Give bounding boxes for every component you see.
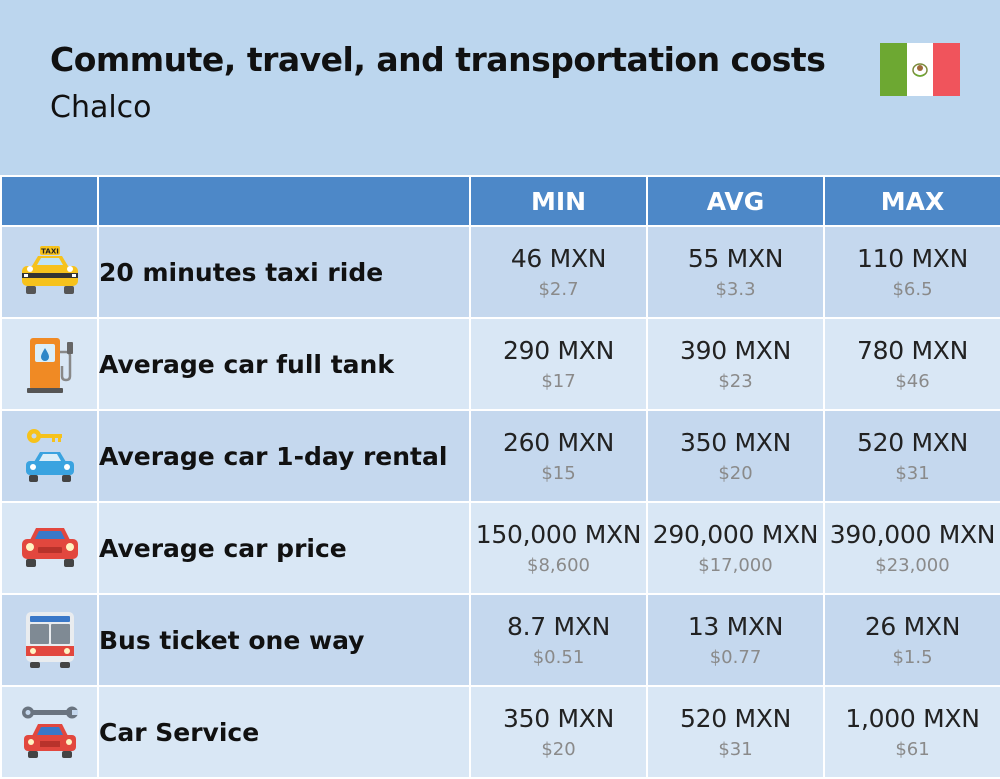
max-usd: $31 bbox=[895, 463, 930, 484]
min-value: 150,000 MXN bbox=[475, 520, 642, 549]
max-cell: 1,000 MXN $61 bbox=[823, 685, 1000, 779]
page-title: Commute, travel, and transportation cost… bbox=[50, 40, 826, 79]
min-cell: 260 MXN $15 bbox=[469, 409, 648, 503]
row-label: Bus ticket one way bbox=[97, 593, 471, 687]
row-icon-cell bbox=[0, 317, 99, 411]
max-cell: 110 MXN $6.5 bbox=[823, 225, 1000, 319]
min-value: 46 MXN bbox=[510, 244, 607, 273]
page-header: Commute, travel, and transportation cost… bbox=[0, 0, 1000, 175]
transport-costs-table: MIN AVG MAX TAXI bbox=[0, 175, 1000, 779]
row-label: Average car price bbox=[97, 501, 471, 595]
avg-usd: $23 bbox=[718, 371, 753, 392]
table-header-row: MIN AVG MAX bbox=[0, 175, 1000, 227]
row-icon-cell: TAXI bbox=[0, 225, 99, 319]
avg-cell: 13 MXN $0.77 bbox=[646, 593, 825, 687]
label-column-header bbox=[97, 175, 471, 227]
avg-usd: $20 bbox=[718, 463, 753, 484]
avg-value: 390 MXN bbox=[680, 336, 791, 365]
mexico-flag-icon bbox=[880, 43, 960, 96]
max-value: 780 MXN bbox=[857, 336, 968, 365]
min-cell: 150,000 MXN $8,600 bbox=[469, 501, 648, 595]
max-value: 520 MXN bbox=[857, 428, 968, 457]
taxi-icon: TAXI bbox=[21, 246, 78, 294]
min-usd: $2.7 bbox=[538, 279, 579, 300]
avg-value: 520 MXN bbox=[680, 704, 791, 733]
row-icon-cell bbox=[0, 501, 99, 595]
min-value: 8.7 MXN bbox=[506, 612, 610, 641]
row-icon-cell bbox=[0, 593, 99, 687]
row-label: Average car 1-day rental bbox=[97, 409, 471, 503]
max-value: 110 MXN bbox=[857, 244, 968, 273]
min-cell: 46 MXN $2.7 bbox=[469, 225, 648, 319]
table-row: TAXI 20 minutes taxi ride 46 MXN $2.7 bbox=[0, 225, 1000, 319]
min-value: 350 MXN bbox=[503, 704, 614, 733]
min-usd: $17 bbox=[541, 371, 576, 392]
avg-usd: $31 bbox=[718, 739, 753, 760]
avg-cell: 55 MXN $3.3 bbox=[646, 225, 825, 319]
max-cell: 780 MXN $46 bbox=[823, 317, 1000, 411]
min-usd: $15 bbox=[541, 463, 576, 484]
min-usd: $0.51 bbox=[532, 647, 585, 668]
avg-cell: 520 MXN $31 bbox=[646, 685, 825, 779]
table-row: Car Service 350 MXN $20 520 MXN $31 1,00… bbox=[0, 685, 1000, 779]
max-usd: $46 bbox=[895, 371, 930, 392]
table-row: Average car price 150,000 MXN $8,600 290… bbox=[0, 501, 1000, 595]
row-label: Average car full tank bbox=[97, 317, 471, 411]
max-usd: $6.5 bbox=[892, 279, 933, 300]
column-header-max: MAX bbox=[823, 175, 1000, 227]
max-value: 26 MXN bbox=[864, 612, 961, 641]
min-value: 290 MXN bbox=[503, 336, 614, 365]
max-usd: $1.5 bbox=[892, 647, 933, 668]
table-row: Average car 1-day rental 260 MXN $15 350… bbox=[0, 409, 1000, 503]
avg-cell: 390 MXN $23 bbox=[646, 317, 825, 411]
avg-value: 13 MXN bbox=[687, 612, 784, 641]
car-key-icon bbox=[25, 429, 74, 482]
svg-text:TAXI: TAXI bbox=[41, 248, 59, 256]
car-service-wrench-icon bbox=[21, 706, 78, 758]
red-car-icon bbox=[21, 528, 78, 567]
row-label: Car Service bbox=[97, 685, 471, 779]
avg-usd: $3.3 bbox=[715, 279, 756, 300]
max-usd: $23,000 bbox=[875, 555, 950, 576]
avg-usd: $0.77 bbox=[709, 647, 762, 668]
column-header-avg: AVG bbox=[646, 175, 825, 227]
bus-icon bbox=[25, 612, 74, 668]
max-value: 390,000 MXN bbox=[829, 520, 996, 549]
avg-cell: 350 MXN $20 bbox=[646, 409, 825, 503]
avg-cell: 290,000 MXN $17,000 bbox=[646, 501, 825, 595]
min-value: 260 MXN bbox=[503, 428, 614, 457]
row-icon-cell bbox=[0, 685, 99, 779]
max-cell: 520 MXN $31 bbox=[823, 409, 1000, 503]
max-cell: 390,000 MXN $23,000 bbox=[823, 501, 1000, 595]
avg-value: 55 MXN bbox=[687, 244, 784, 273]
max-value: 1,000 MXN bbox=[845, 704, 980, 733]
max-cell: 26 MXN $1.5 bbox=[823, 593, 1000, 687]
avg-value: 350 MXN bbox=[680, 428, 791, 457]
min-usd: $8,600 bbox=[527, 555, 590, 576]
icon-column-header bbox=[0, 175, 99, 227]
row-icon-cell bbox=[0, 409, 99, 503]
max-usd: $61 bbox=[895, 739, 930, 760]
column-header-min: MIN bbox=[469, 175, 648, 227]
avg-value: 290,000 MXN bbox=[652, 520, 819, 549]
table-row: Average car full tank 290 MXN $17 390 MX… bbox=[0, 317, 1000, 411]
min-cell: 8.7 MXN $0.51 bbox=[469, 593, 648, 687]
min-usd: $20 bbox=[541, 739, 576, 760]
fuel-pump-icon bbox=[26, 338, 73, 393]
city-name: Chalco bbox=[50, 90, 152, 125]
table-row: Bus ticket one way 8.7 MXN $0.51 13 MXN … bbox=[0, 593, 1000, 687]
row-label: 20 minutes taxi ride bbox=[97, 225, 471, 319]
min-cell: 350 MXN $20 bbox=[469, 685, 648, 779]
avg-usd: $17,000 bbox=[698, 555, 773, 576]
min-cell: 290 MXN $17 bbox=[469, 317, 648, 411]
